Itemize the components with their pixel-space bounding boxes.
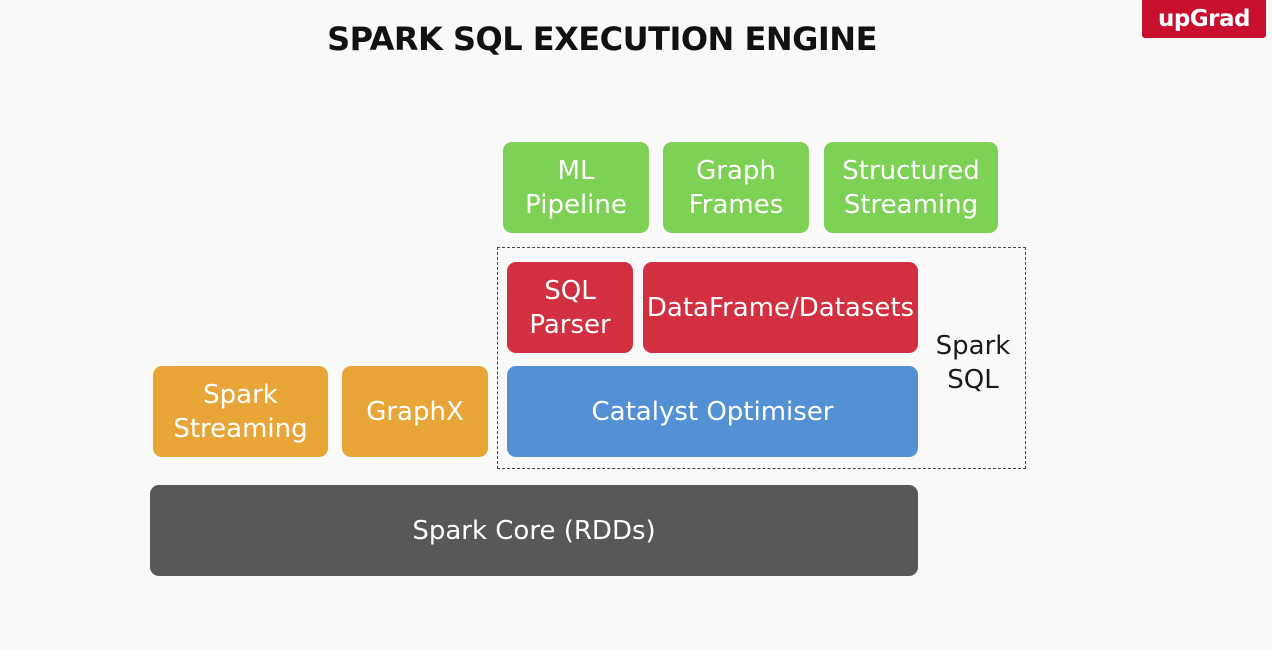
- dataframe-datasets-label: DataFrame/Datasets: [646, 292, 915, 323]
- spark-sql-label: Spark SQL: [935, 331, 1011, 395]
- spark-core-box: Spark Core (RDDs): [150, 485, 918, 576]
- upgrad-logo: upGrad: [1142, 0, 1266, 38]
- graph-frames-label: Graph Frames: [688, 155, 784, 220]
- structured-streaming-box: Structured Streaming: [824, 142, 998, 233]
- sql-parser-label: SQL Parser: [529, 275, 611, 340]
- catalyst-optimiser-label: Catalyst Optimiser: [591, 396, 834, 427]
- sql-parser-box: SQL Parser: [507, 262, 633, 353]
- catalyst-optimiser-box: Catalyst Optimiser: [507, 366, 918, 457]
- graphx-box: GraphX: [342, 366, 488, 457]
- dataframe-datasets-box: DataFrame/Datasets: [643, 262, 918, 353]
- ml-pipeline-label: ML Pipeline: [525, 155, 627, 220]
- spark-sql-group: [497, 247, 1026, 469]
- structured-streaming-label: Structured Streaming: [842, 155, 980, 220]
- spark-streaming-label: Spark Streaming: [173, 379, 308, 444]
- graph-frames-box: Graph Frames: [663, 142, 809, 233]
- ml-pipeline-box: ML Pipeline: [503, 142, 649, 233]
- spark-streaming-box: Spark Streaming: [153, 366, 328, 457]
- spark-core-label: Spark Core (RDDs): [412, 515, 656, 546]
- graphx-label: GraphX: [366, 396, 464, 427]
- page-title: SPARK SQL EXECUTION ENGINE: [327, 20, 877, 58]
